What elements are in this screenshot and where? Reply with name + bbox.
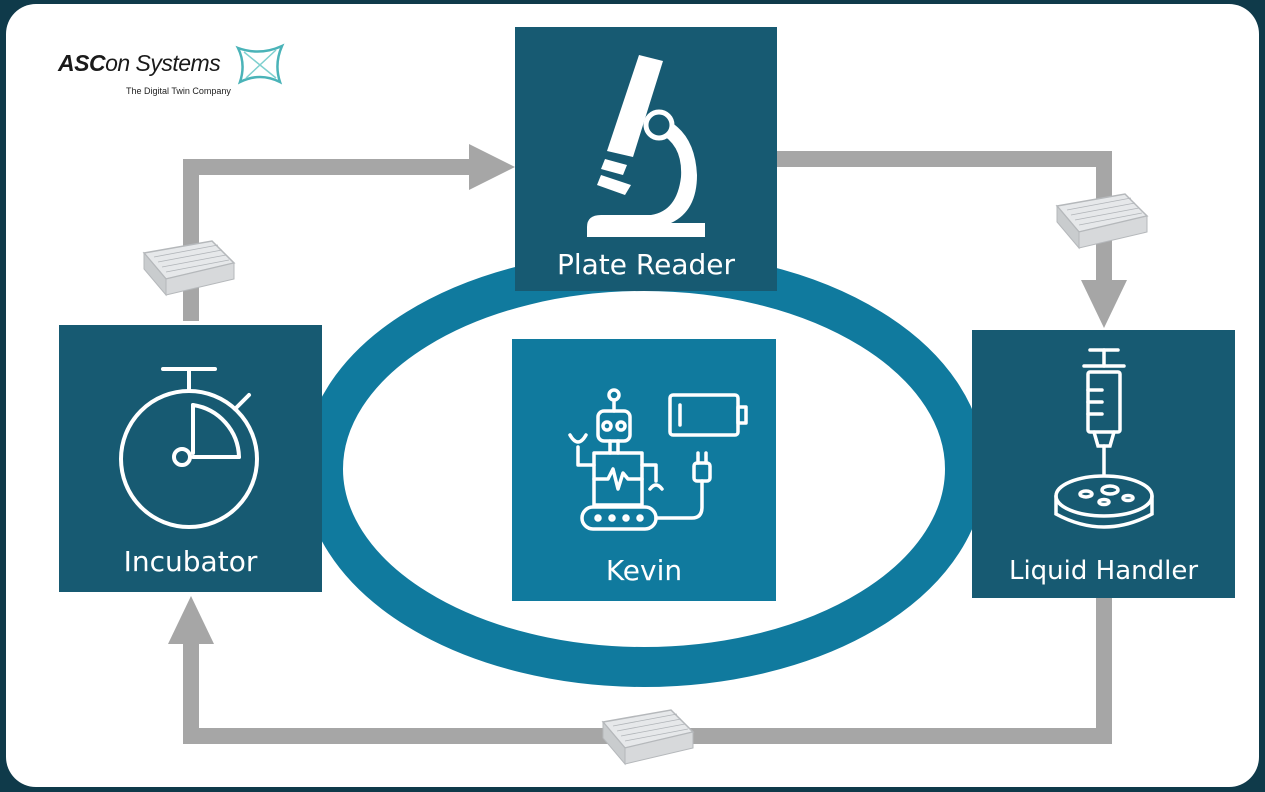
microscope-icon (587, 55, 705, 237)
incubator-node: Incubator (59, 325, 322, 592)
syringe-petri-dish-icon (1054, 348, 1154, 529)
liquid-handler-node: Liquid Handler (972, 330, 1235, 598)
logo-wordmark: ASCon Systems (58, 50, 221, 76)
arrowhead-into-plate-reader (469, 144, 515, 190)
diagram-canvas: ASCon Systems The Digital Twin Company (6, 4, 1259, 787)
kevin-label: Kevin (605, 554, 683, 587)
arrow-plate-reader-to-liquid-handler (777, 151, 1112, 286)
arrowhead-into-liquid-handler (1081, 280, 1127, 328)
stopwatch-icon (119, 367, 259, 529)
plate-reader-node: Plate Reader (515, 27, 777, 291)
microplate-icon (142, 240, 236, 297)
incubator-label: Incubator (123, 545, 258, 578)
liquid-handler-label: Liquid Handler (1008, 556, 1199, 586)
logo-tagline: The Digital Twin Company (126, 86, 231, 96)
arrowhead-into-incubator (168, 596, 214, 644)
microplate-icon (1055, 193, 1149, 250)
kevin-node: Kevin (512, 339, 776, 601)
microplate-icon (601, 709, 695, 766)
logo-mark-icon (235, 43, 285, 85)
ascon-logo: ASCon Systems The Digital Twin Company (44, 32, 304, 112)
plate-reader-label: Plate Reader (556, 248, 736, 281)
robot-charging-icon (568, 388, 748, 531)
